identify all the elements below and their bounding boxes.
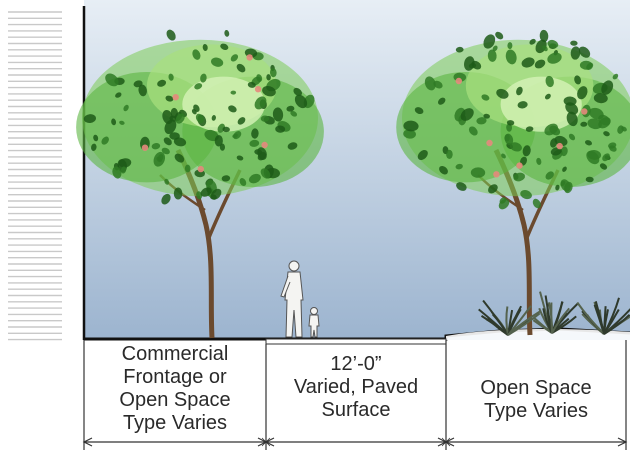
zone-label-paved-surface: 12’-0” Varied, Paved Surface (293, 353, 419, 421)
zone-label-open-space: Open Space Type Varies (480, 377, 592, 422)
dimension-line (82, 437, 628, 447)
pedestrian-child (308, 307, 320, 338)
tree-right (396, 29, 630, 336)
zone-label-commercial-frontage: Commercial Frontage or Open Space Type V… (119, 343, 231, 434)
planting-mound (446, 329, 630, 340)
building-facade-lines (8, 11, 62, 341)
tree-left (76, 29, 324, 339)
zone-dividers (83, 340, 627, 450)
paved-curb (265, 338, 447, 345)
shrubs (478, 291, 630, 336)
pedestrian-adult (280, 260, 304, 338)
